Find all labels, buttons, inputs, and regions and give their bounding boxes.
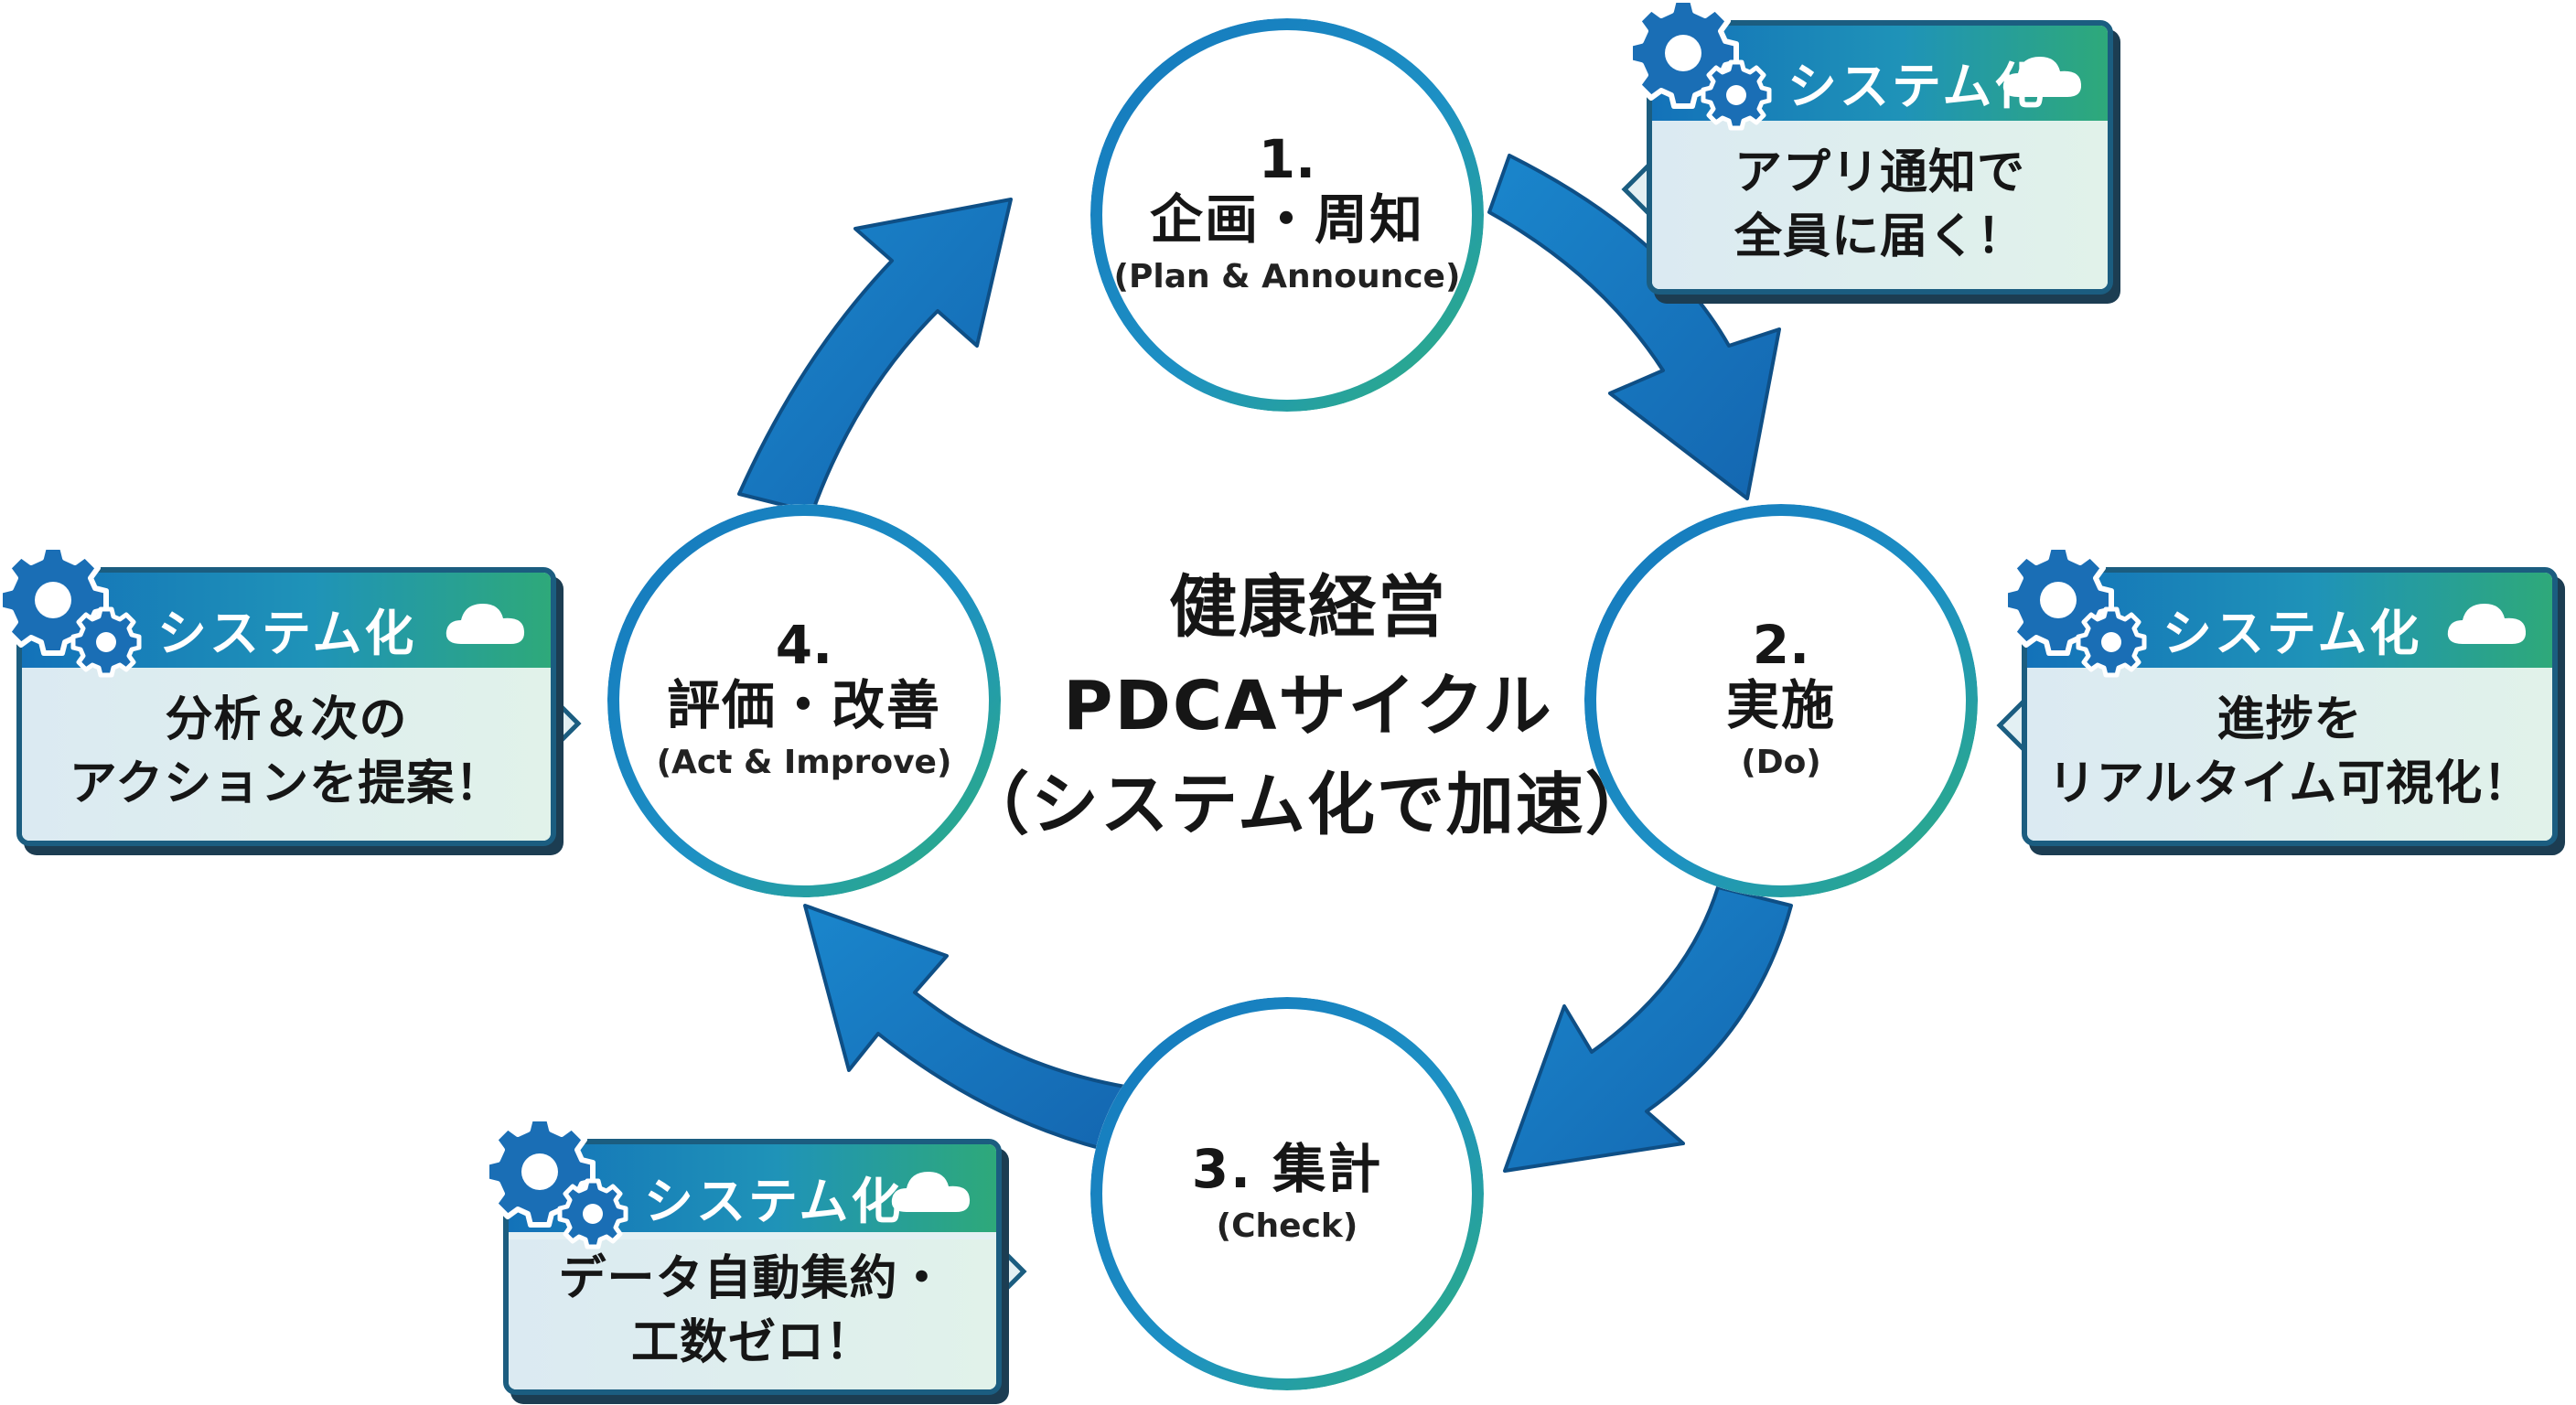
title-line-1: 健康経営 — [1169, 568, 1447, 647]
callout-background — [509, 1239, 996, 1389]
arrow-check-to-act — [803, 904, 1127, 1156]
callout-message: 進捗を リアルタイム可視化！ — [2027, 668, 2552, 816]
stage-plan-node: 1. 企画・周知 (Plan & Announce) — [1090, 18, 1484, 412]
callout-background — [2027, 668, 2552, 841]
stage-name: 3. 集計 — [1191, 1138, 1383, 1201]
callout-line: アクションを提案！ — [69, 756, 504, 811]
gear-icon — [2002, 544, 2147, 678]
title-line-2: PDCAサイクル — [1063, 667, 1553, 745]
callout-line: データ自動集約・ — [558, 1251, 947, 1306]
stage-name: 企画・周知 — [1149, 188, 1424, 252]
stage-english: (Act & Improve) — [656, 743, 952, 781]
stage-english: (Do) — [1741, 743, 1821, 781]
gear-icon — [484, 1116, 628, 1249]
callout-message: データ自動集約・ 工数ゼロ！ — [509, 1232, 996, 1375]
gear-icon — [1627, 0, 1772, 131]
callout-background — [22, 668, 551, 841]
stage-number: 1. — [1258, 128, 1316, 191]
stage-ring — [1584, 504, 1978, 897]
cloud-icon — [445, 604, 525, 644]
cycle-title: 健康経営 PDCAサイクル （システム化で加速） — [951, 558, 1665, 854]
stage-number: 4. — [775, 614, 833, 677]
stage-act-node: 4. 評価・改善 (Act & Improve) — [607, 504, 1001, 897]
callout-background — [1652, 121, 2108, 289]
callout-line: アプリ通知で — [1733, 145, 2025, 200]
stage-do-node: 2. 実施 (Do) — [1584, 504, 1978, 897]
callout-line: 工数ゼロ！ — [630, 1315, 874, 1370]
callout-line: リアルタイム可視化！ — [2047, 756, 2532, 811]
stage-english: (Plan & Announce) — [1113, 257, 1461, 295]
arrow-plan-to-do — [1487, 154, 1781, 500]
callout-box: システム化 分析＆次の アクションを提案！ — [16, 567, 556, 846]
title-line-3: （システム化で加速） — [961, 766, 1655, 844]
stage-ring — [1090, 18, 1484, 412]
callout-title: システム化 — [644, 1173, 904, 1230]
callout-check: システム化 データ自動集約・ 工数ゼロ！ — [484, 1116, 1027, 1395]
callout-message: 分析＆次の アクションを提案！ — [22, 668, 551, 816]
stage-name: 評価・改善 — [666, 674, 941, 737]
callout-title: システム化 — [1787, 58, 2047, 115]
gear-icon — [0, 544, 142, 678]
callout-do: システム化 進捗を リアルタイム可視化！ — [1996, 544, 2558, 846]
callout-line: 進捗を — [2216, 692, 2363, 747]
stage-english: (Check) — [1216, 1207, 1358, 1245]
arrow-act-to-plan — [737, 198, 1013, 514]
cloud-icon — [2447, 604, 2527, 644]
stage-number: 2. — [1752, 614, 1810, 677]
stage-name: 実施 — [1725, 674, 1836, 737]
callout-act: システム化 分析＆次の アクションを提案！ — [0, 544, 582, 846]
arrow-do-to-check — [1503, 885, 1793, 1173]
stage-ring — [607, 504, 1001, 897]
callout-line: 分析＆次の — [165, 692, 408, 747]
cloud-icon — [891, 1172, 971, 1212]
stage-ring — [1090, 997, 1484, 1390]
stage-check-node: 3. 集計 (Check) — [1090, 997, 1484, 1390]
callout-line: 全員に届く！ — [1733, 209, 2025, 264]
cloud-icon — [2002, 57, 2082, 97]
callout-plan: システム化 アプリ通知で 全員に届く！ — [1621, 0, 2113, 295]
callout-title: システム化 — [157, 605, 417, 662]
callout-message: アプリ通知で 全員に届く！ — [1652, 121, 2108, 269]
callout-box: システム化 データ自動集約・ 工数ゼロ！ — [503, 1139, 1002, 1395]
callout-title: システム化 — [2163, 605, 2422, 662]
